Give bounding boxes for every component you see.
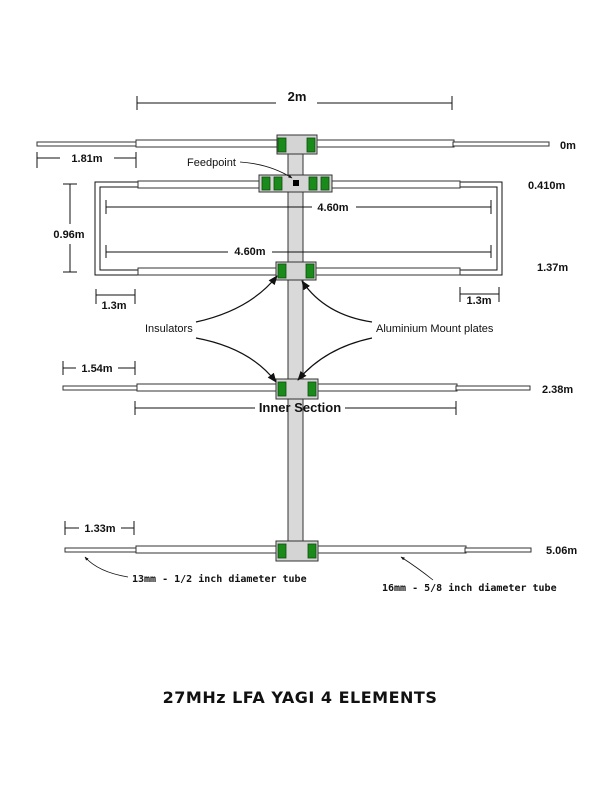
element-0-insulator-right [306, 137, 316, 153]
insulators-label: Insulators [145, 323, 193, 335]
element-4-left-tip [64, 547, 138, 553]
element-4-insulator-right [307, 543, 317, 559]
dim-loop-upper-label: 4.60m [317, 202, 348, 214]
large-tube-label: 16mm - 5/8 inch diameter tube [382, 582, 557, 594]
small-tube-arrow [84, 556, 129, 578]
element-1-insulator-2 [273, 176, 283, 191]
element-4-insulator-left [277, 543, 287, 559]
element-1-insulator-4 [320, 176, 330, 191]
dim-tip-e0-label: 1.81m [71, 153, 102, 165]
position-label-e2: 1.37m [537, 262, 568, 274]
dim-loop-end-left: 1.3m [95, 289, 136, 312]
element-2-insulator-left [277, 263, 287, 279]
position-label-e1: 0.410m [528, 180, 566, 192]
dim-loop-end-right: 1.3m [459, 287, 500, 307]
dim-inner-section: Inner Section [134, 400, 457, 415]
position-label-e0: 0m [560, 140, 576, 152]
driven-loop-inner-outline [99, 186, 498, 271]
feedpoint-label: Feedpoint [187, 157, 236, 169]
feedpoint-marker [293, 180, 299, 186]
element-3-mount-plate [275, 378, 319, 400]
dim-loop-spacing: 0.96m [53, 183, 85, 273]
inner-section-label: Inner Section [259, 400, 341, 415]
element-1-insulator-1 [261, 176, 271, 191]
feedpoint-arrow [239, 161, 293, 179]
element-3 [62, 378, 531, 400]
element-0-left-tip [36, 141, 138, 147]
element-4-mount-plate [275, 540, 319, 562]
dim-tip-e0: 1.81m [36, 152, 137, 168]
dim-loop-lower: 4.60m [105, 245, 492, 258]
dim-top-2m: 2m [136, 89, 453, 110]
small-tube-label: 13mm - 1/2 inch diameter tube [132, 573, 307, 585]
element-0 [36, 134, 550, 155]
dim-tip-e4: 1.33m [64, 521, 135, 535]
large-tube-arrow [400, 556, 434, 581]
element-4-right-tip [464, 547, 532, 553]
element-2-insulator-right [305, 263, 315, 279]
dim-loop-upper: 4.60m [105, 200, 492, 214]
position-label-e3: 2.38m [542, 384, 573, 396]
element-3-insulator-left [277, 381, 287, 397]
element-3-insulator-right [307, 381, 317, 397]
insulators-arrow-upper [195, 275, 278, 323]
mount-plates-arrow-lower [297, 337, 373, 381]
dim-tip-e4-label: 1.33m [84, 523, 115, 535]
dim-loop-lower-label: 4.60m [234, 246, 265, 258]
dim-loop-end-right-label: 1.3m [466, 295, 491, 307]
element-4 [64, 540, 532, 562]
diagram-title: 27MHz LFA YAGI 4 ELEMENTS [163, 688, 438, 707]
element-1 [137, 174, 461, 193]
element-0-right-tip [452, 141, 550, 147]
mount-plates-arrow-upper [301, 280, 373, 323]
driven-loop-outline [94, 181, 503, 276]
element-3-left-tip [62, 385, 139, 391]
dim-loop-end-left-label: 1.3m [101, 300, 126, 312]
dim-loop-spacing-label: 0.96m [53, 229, 84, 241]
dim-tip-e3-label: 1.54m [81, 363, 112, 375]
dim-top-2m-label: 2m [288, 89, 307, 104]
dim-tip-e3: 1.54m [62, 361, 136, 375]
element-0-insulator-left [277, 137, 287, 153]
insulators-arrow-lower [195, 337, 277, 383]
element-1-insulator-3 [308, 176, 318, 191]
position-label-e4: 5.06m [546, 545, 577, 557]
element-3-right-tip [455, 385, 531, 391]
mount-plates-label: Aluminium Mount plates [376, 323, 494, 335]
element-2 [137, 261, 461, 281]
